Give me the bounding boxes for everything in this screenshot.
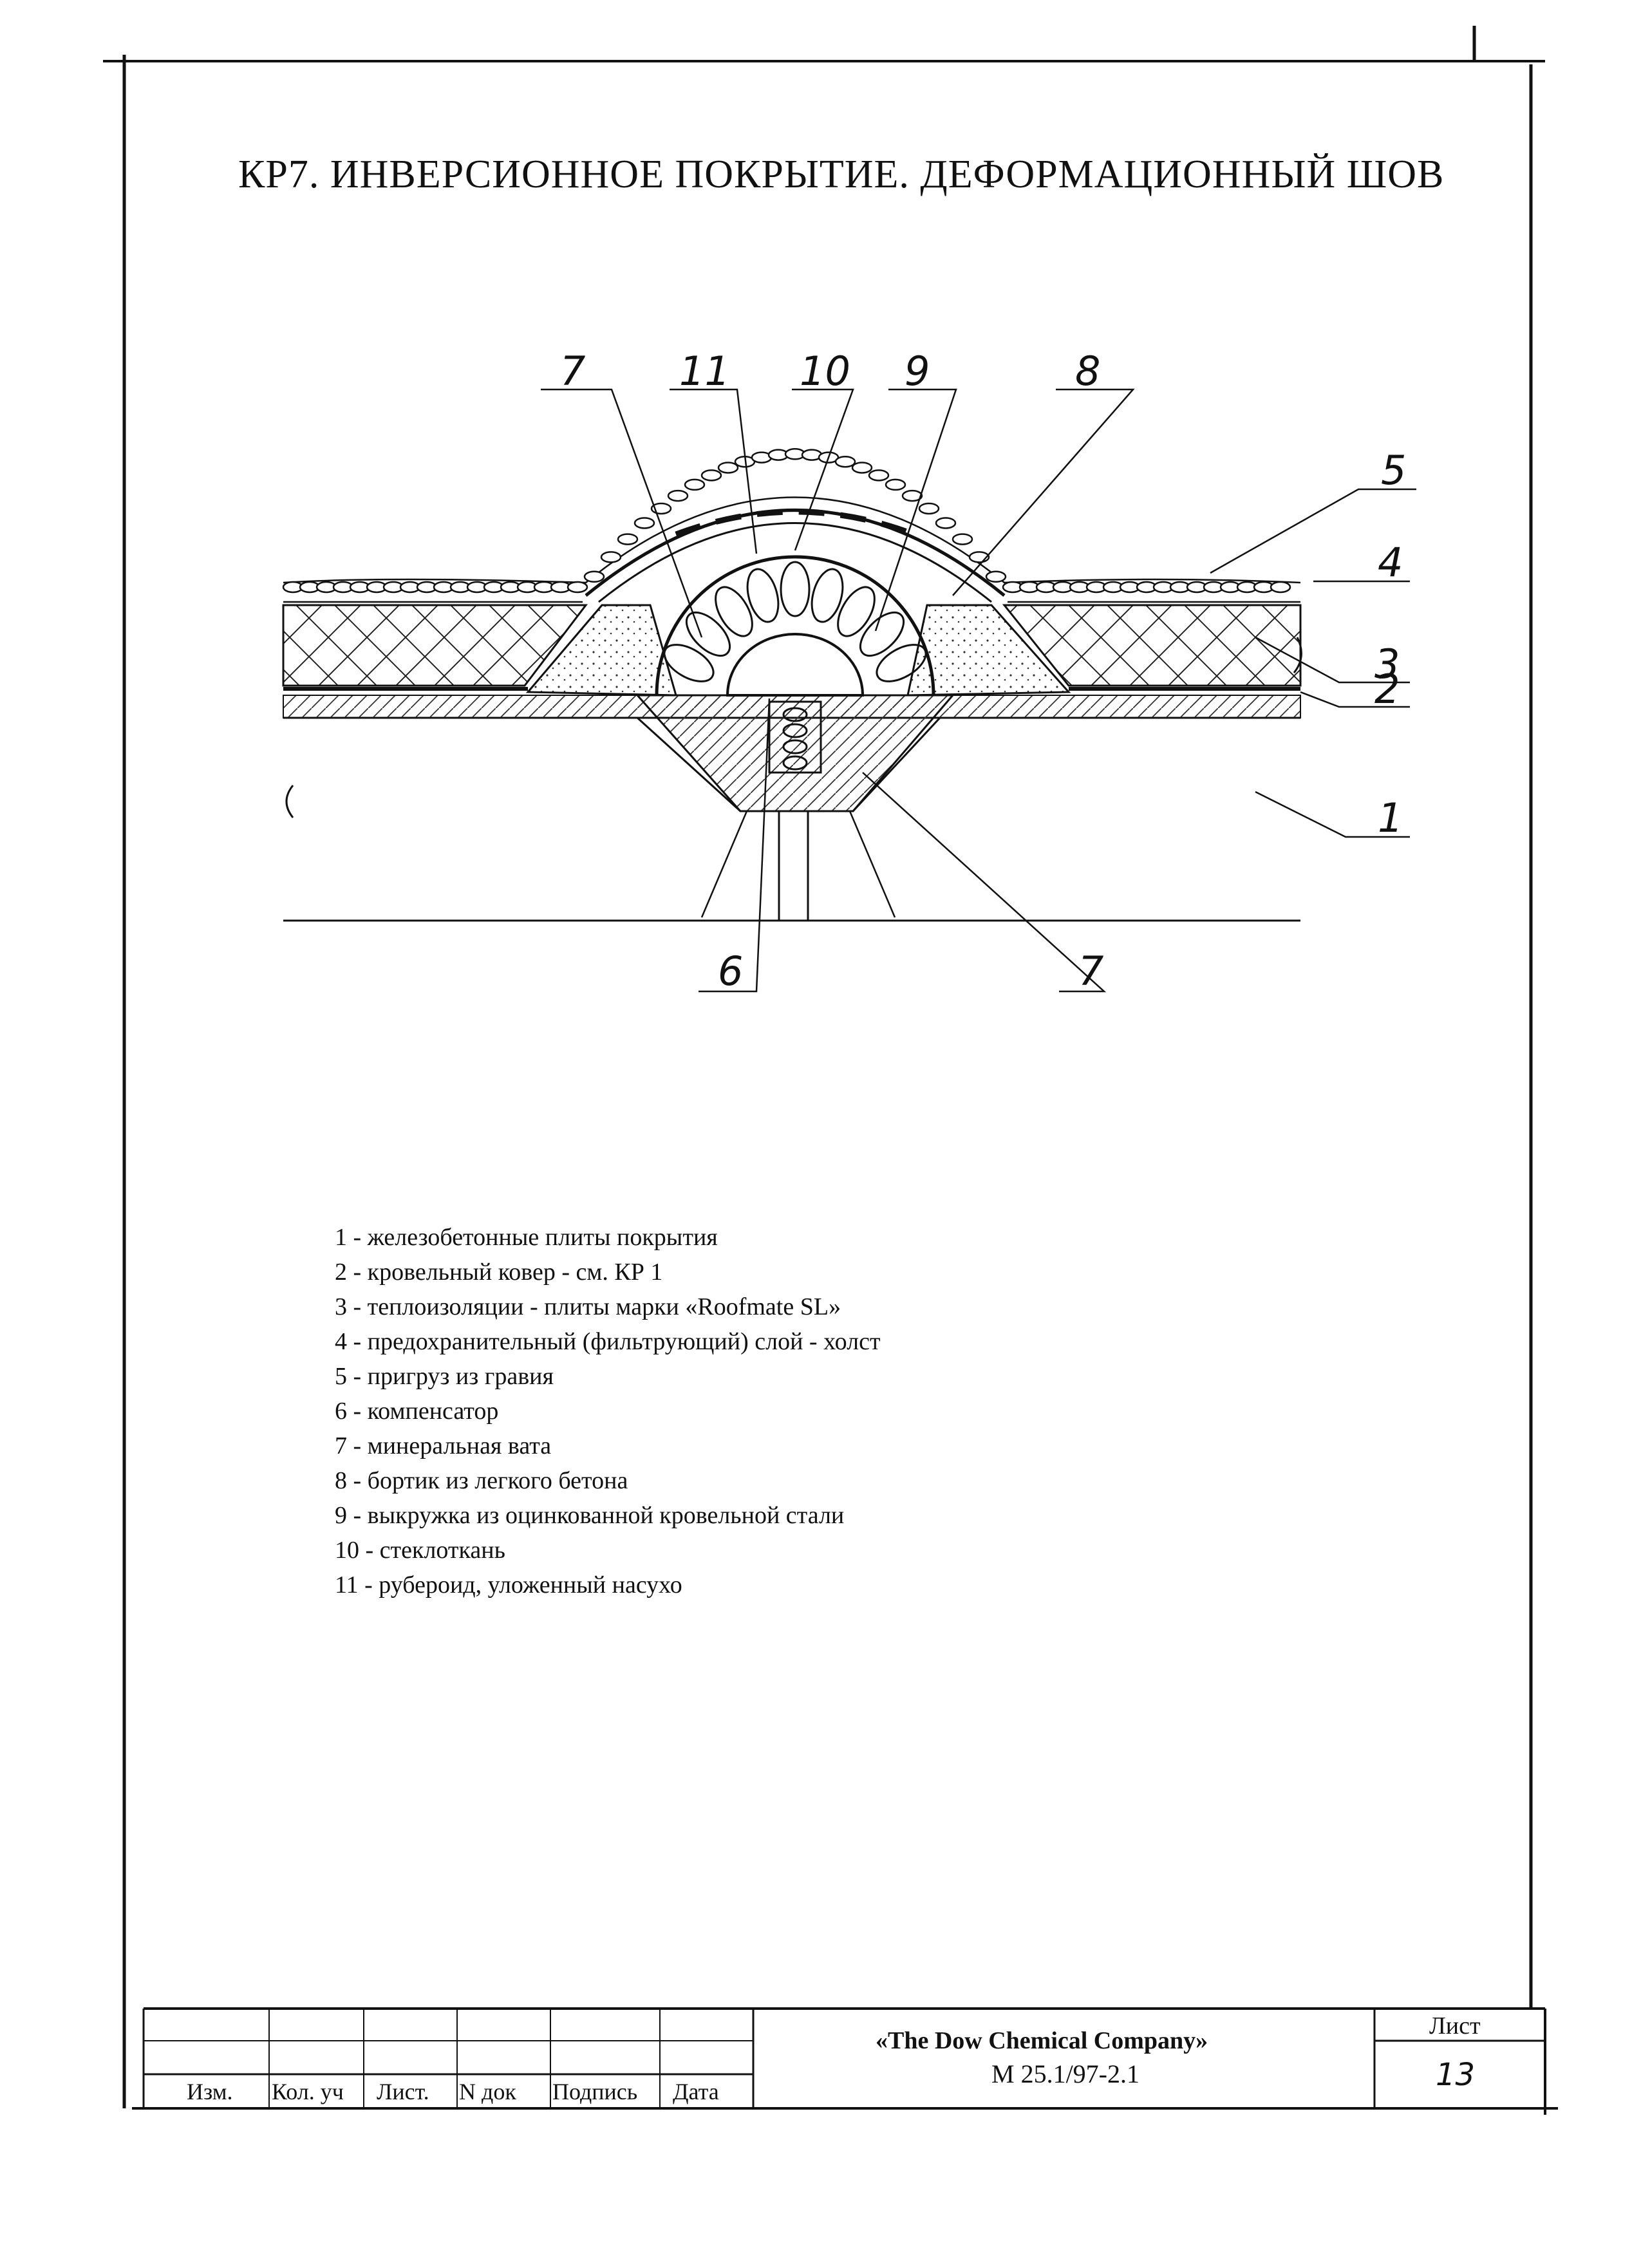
gravel-stone [834, 455, 856, 468]
leader-lines [541, 388, 1416, 993]
legend-item: 7 - минеральная вата [335, 1432, 552, 1459]
legend-item: 3 - теплоизоляции - плиты марки «Roofmat… [335, 1293, 841, 1320]
company-name: «The Dow Chemical Company» [876, 2027, 1208, 2054]
legend-item: 11 - рубероид, уложенный насухо [335, 1571, 682, 1598]
document-code: М 25.1/97-2.1 [991, 2059, 1140, 2088]
callout-8: 8 [1075, 348, 1100, 395]
gravel-stone [901, 489, 923, 502]
page-title: КР7. ИНВЕРСИОННОЕ ПОКРЫТИЕ. ДЕФОРМАЦИОНН… [238, 153, 1445, 196]
callout-3: 3 [1374, 641, 1400, 688]
concrete-curb-right [906, 604, 1071, 697]
legend-item: 9 - выкружка из оцинкованной кровельной … [335, 1502, 845, 1529]
sheet-label: Лист [1429, 2012, 1481, 2039]
legend-item: 10 - стеклоткань [335, 1537, 505, 1564]
legend-item: 1 - железобетонные плиты покрытия [335, 1224, 718, 1251]
legend-item: 4 - предохранительный (фильтрующий) слой… [335, 1328, 881, 1355]
callout-7-top: 7 [560, 348, 585, 395]
gravel-stone [1270, 581, 1291, 594]
callout-4: 4 [1378, 539, 1403, 586]
gravel-stone [684, 478, 706, 491]
callout-numbers: 7 11 10 9 8 5 4 3 2 1 6 7 [560, 348, 1406, 995]
stamp-header-data: Дата [673, 2079, 719, 2104]
stamp-header-ndok: N док [459, 2079, 516, 2104]
mineral-wool [663, 561, 927, 682]
gravel-stone [617, 533, 639, 545]
stamp-header-izm: Изм. [187, 2079, 233, 2104]
gravel-stones [282, 448, 1291, 594]
saddle-cavity [726, 633, 865, 697]
gravel-stone [918, 502, 940, 515]
gravel-stone [600, 551, 622, 563]
legend-item: 2 - кровельный ковер - см. КР 1 [335, 1259, 663, 1286]
concrete-curb-left [525, 604, 678, 697]
gravel-stone [667, 489, 689, 502]
gravel-stone [717, 462, 739, 474]
gravel-stone [935, 517, 957, 529]
callout-9: 9 [905, 348, 930, 395]
stamp-header-podpis: Подпись [552, 2079, 638, 2104]
gravel-stone [952, 533, 973, 545]
callout-11: 11 [679, 348, 730, 395]
gravel-stone [700, 469, 722, 482]
callout-10: 10 [800, 348, 850, 395]
legend-item: 8 - бортик из легкого бетона [335, 1467, 628, 1494]
insulation-boards [282, 604, 1302, 687]
gravel-stone [851, 462, 873, 474]
stamp-header-list: Лист. [377, 2079, 429, 2104]
gravel-ballast [283, 496, 1301, 603]
callout-1: 1 [1378, 794, 1403, 841]
callout-5: 5 [1381, 447, 1406, 494]
gravel-stone [567, 581, 588, 594]
callout-2: 2 [1374, 666, 1400, 713]
gravel-stone [985, 570, 1007, 583]
callout-7-bottom: 7 [1078, 948, 1103, 995]
gravel-stone [583, 570, 605, 583]
legend: 1 - железобетонные плиты покрытия 2 - кр… [335, 1220, 881, 1602]
gravel-stone [633, 517, 655, 529]
legend-item: 5 - пригруз из гравия [335, 1363, 554, 1390]
cover-layers [585, 509, 1006, 603]
compensator [768, 700, 822, 774]
metal-saddle [655, 555, 935, 696]
gravel-stone [868, 469, 890, 482]
stamp-header-kol: Кол. уч [272, 2079, 344, 2104]
sheet-number: 13 [1436, 2057, 1476, 2093]
legend-item: 6 - компенсатор [335, 1398, 499, 1425]
gravel-stone [885, 478, 906, 491]
callout-6: 6 [718, 948, 743, 995]
